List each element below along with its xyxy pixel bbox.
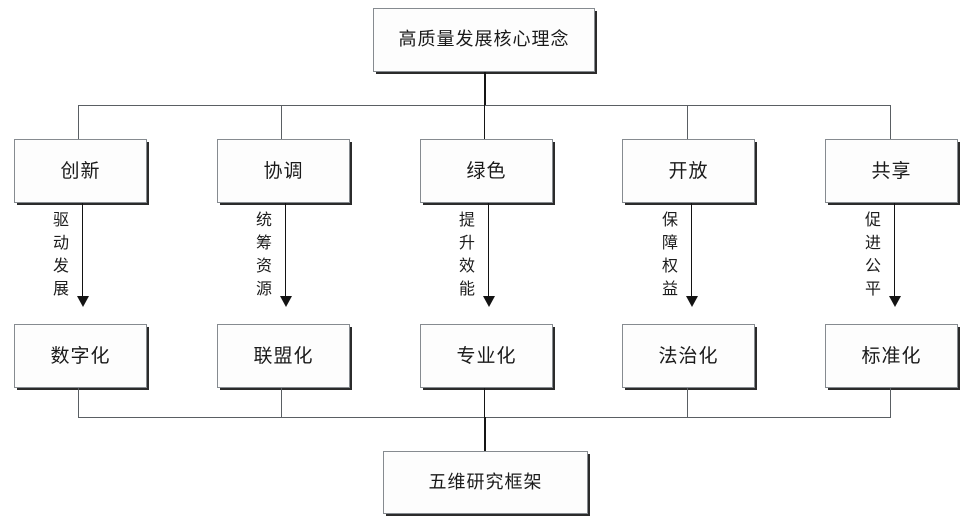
node-outcome-1: 数字化 — [14, 324, 147, 388]
node-concept-4: 开放 — [622, 139, 755, 203]
node-outcome-2: 联盟化 — [217, 324, 350, 388]
node-outcome-3-label: 专业化 — [456, 344, 517, 367]
connector-rise-col-2 — [281, 388, 282, 418]
arrow-col-2 — [285, 203, 286, 301]
connector-drop-col-5 — [890, 105, 891, 139]
connector-rise-col-1 — [78, 388, 79, 418]
node-footer-label: 五维研究框架 — [428, 471, 543, 493]
arrow-label-col-4: 保障权益 — [661, 210, 678, 298]
arrow-head-col-1 — [77, 296, 89, 307]
connector-drop-col-1 — [78, 105, 79, 139]
node-outcome-5-label: 标准化 — [861, 344, 922, 367]
arrow-label-col-1: 驱动发展 — [52, 210, 69, 298]
node-concept-1: 创新 — [14, 139, 147, 203]
node-concept-4-label: 开放 — [668, 159, 709, 182]
node-root-label: 高质量发展核心理念 — [398, 29, 570, 50]
node-root: 高质量发展核心理念 — [373, 8, 595, 72]
node-outcome-2-label: 联盟化 — [253, 344, 314, 367]
node-concept-2-label: 协调 — [263, 159, 304, 182]
arrow-head-col-3 — [483, 296, 495, 307]
connector-drop-col-2 — [281, 105, 282, 139]
node-outcome-1-label: 数字化 — [50, 344, 111, 367]
node-concept-5: 共享 — [825, 139, 958, 203]
node-concept-3: 绿色 — [420, 139, 553, 203]
connector-root-stem — [484, 72, 486, 106]
arrow-head-col-2 — [280, 296, 292, 307]
connector-rise-col-5 — [890, 388, 891, 418]
node-outcome-4-label: 法治化 — [658, 344, 719, 367]
node-concept-2: 协调 — [217, 139, 350, 203]
arrow-label-col-5: 促进公平 — [864, 210, 881, 298]
arrow-head-col-5 — [889, 296, 901, 307]
node-concept-1-label: 创新 — [60, 159, 101, 182]
node-concept-5-label: 共享 — [871, 159, 912, 182]
connector-rise-col-4 — [687, 388, 688, 418]
node-footer: 五维研究框架 — [383, 451, 588, 514]
connector-rise-col-3 — [484, 388, 485, 418]
arrow-head-col-4 — [686, 296, 698, 307]
node-outcome-4: 法治化 — [622, 324, 755, 388]
arrow-col-3 — [488, 203, 489, 301]
arrow-col-1 — [82, 203, 83, 301]
arrow-label-col-2: 统筹资源 — [255, 210, 272, 298]
connector-drop-col-3 — [484, 105, 485, 139]
connector-drop-col-4 — [687, 105, 688, 139]
arrow-col-5 — [894, 203, 895, 301]
arrow-col-4 — [691, 203, 692, 301]
node-concept-3-label: 绿色 — [466, 159, 507, 182]
connector-footer-stem — [484, 417, 486, 451]
node-outcome-3: 专业化 — [420, 324, 553, 388]
node-outcome-5: 标准化 — [825, 324, 958, 388]
arrow-label-col-3: 提升效能 — [458, 210, 475, 298]
